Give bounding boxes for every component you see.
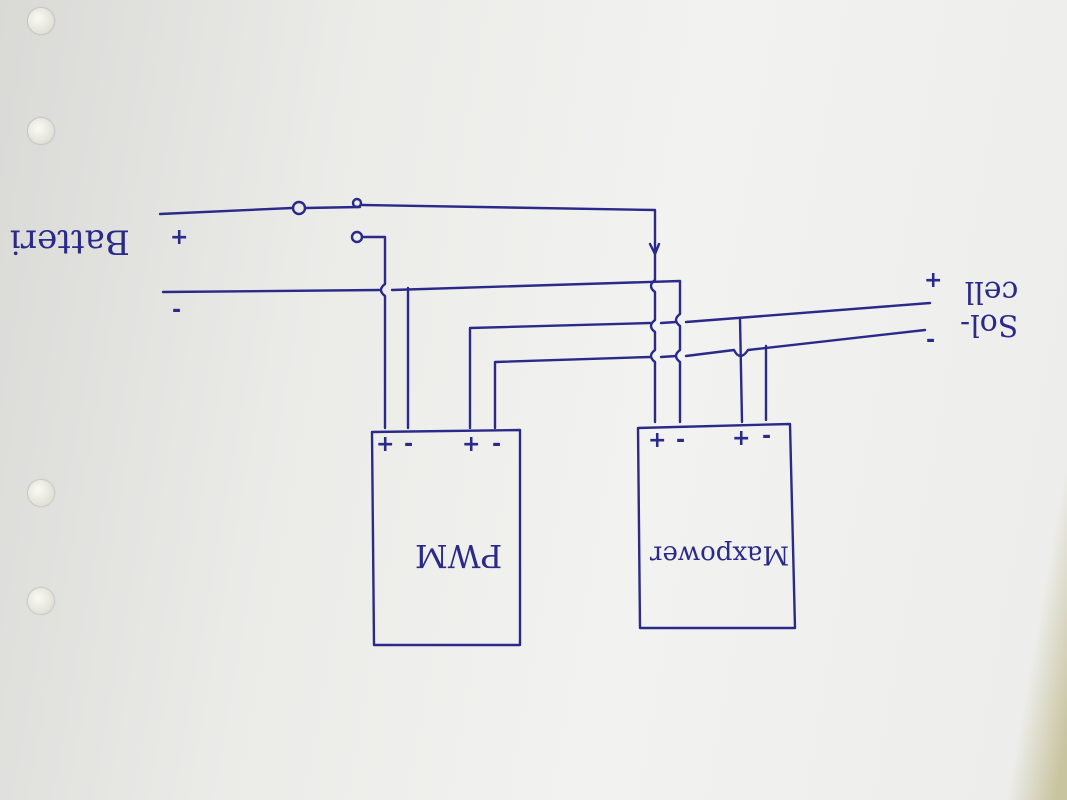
pwm-terminal: - <box>404 432 414 457</box>
pwm-terminal: + <box>462 432 481 457</box>
switch-contact <box>350 230 364 244</box>
battery-label: Batteri <box>10 221 130 262</box>
solar-minus-wire <box>493 328 927 430</box>
pwm-label: PWM <box>415 537 503 576</box>
battery-plus-sign: + <box>170 225 189 250</box>
solar-cell-label: Sol-cell <box>960 274 1019 342</box>
switch-contact <box>351 197 363 209</box>
wire-to-maxpower-plus2 <box>738 316 744 424</box>
maxpower-terminal: + <box>732 426 751 451</box>
punch-hole <box>28 118 54 144</box>
battery-plus-wire <box>158 206 294 216</box>
punch-hole <box>28 480 54 506</box>
maxpower-label: Maxpower <box>650 539 790 570</box>
solar-minus-sign: - <box>926 328 936 353</box>
solar-label-line2: cell <box>964 274 1019 309</box>
solar-label-line1: Sol- <box>960 307 1019 342</box>
pwm-terminal: + <box>376 432 395 457</box>
maxpower-terminal: - <box>676 428 686 453</box>
wire-to-maxpower-plus <box>649 252 657 424</box>
punch-hole <box>28 588 54 614</box>
solar-plus-sign: + <box>924 268 943 293</box>
pwm-terminal: - <box>492 432 502 457</box>
battery-minus-sign: - <box>172 298 182 323</box>
maxpower-box <box>636 422 797 630</box>
punch-hole <box>28 8 54 34</box>
wire-to-pwm-plus <box>360 235 387 430</box>
pwm-box <box>370 428 522 647</box>
maxpower-terminal: + <box>648 428 667 453</box>
maxpower-terminal: - <box>762 424 772 449</box>
solar-plus-wire <box>468 301 932 430</box>
switch-lever <box>303 205 362 210</box>
battery-minus-wire <box>161 279 682 424</box>
switch-contact <box>291 200 307 216</box>
